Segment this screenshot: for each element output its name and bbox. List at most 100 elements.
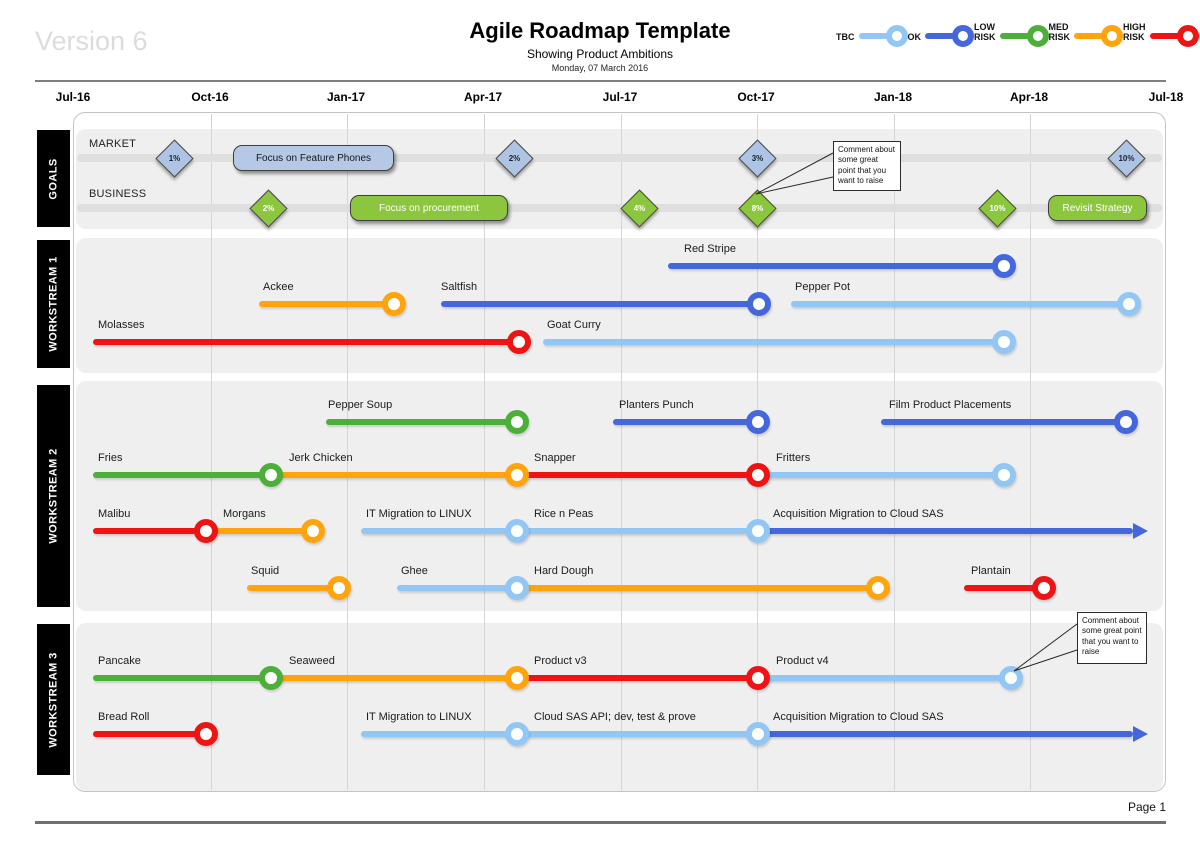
milestone-circle-it-migration-to-linux[interactable] [505,722,529,746]
task-label-saltfish: Saltfish [441,281,478,293]
milestone-circle-it-migration-to-linux[interactable] [505,519,529,543]
task-line-jerk-chicken[interactable] [271,472,517,478]
legend-line-icon [1074,32,1105,39]
milestone-circle-pepper-soup[interactable] [505,410,529,434]
milestone-circle-ghee[interactable] [505,576,529,600]
legend-label-line: LOW [974,22,995,32]
milestone-circle-hard-dough[interactable] [866,576,890,600]
legend-line-icon [1149,32,1180,39]
milestone-circle-squid[interactable] [327,576,351,600]
axis-label-jul-17: Jul-17 [602,90,638,104]
task-line-it-migration-to-linux[interactable] [361,528,517,534]
task-line-squid[interactable] [247,585,339,591]
task-line-cloud-sas-api-dev-test-prove[interactable] [517,731,758,737]
task-line-film-product-placements[interactable] [881,419,1126,425]
task-line-fritters[interactable] [758,472,1004,478]
task-line-product-v3[interactable] [517,675,758,681]
task-line-planters-punch[interactable] [613,419,758,425]
goal-track-market [77,154,1162,162]
task-label-cloud-sas-api-dev-test-prove: Cloud SAS API; dev, test & prove [534,711,696,723]
header-divider [35,80,1166,82]
task-line-pepper-soup[interactable] [326,419,517,425]
axis-label-oct-16: Oct-16 [191,90,229,104]
milestone-circle-ackee[interactable] [382,292,406,316]
legend-ring-icon [885,24,908,47]
milestone-circle-product-v3[interactable] [746,666,770,690]
goal-banner-focus-on-feature-phones[interactable]: Focus on Feature Phones [233,145,394,171]
task-label-molasses: Molasses [98,319,145,331]
comment-callout[interactable]: Comment about some great point that you … [833,141,901,191]
milestone-circle-snapper[interactable] [746,463,770,487]
lane-header-workstream-3: WORKSTREAM 3 [37,624,70,775]
task-line-pepper-pot[interactable] [791,301,1129,307]
task-line-rice-n-peas[interactable] [517,528,758,534]
milestone-circle-rice-n-peas[interactable] [746,519,770,543]
task-line-acquisition-migration-to-cloud-sas[interactable] [758,528,1133,534]
axis-label-apr-17: Apr-17 [463,90,503,104]
lane-band-workstream-3 [76,623,1163,791]
milestone-circle-jerk-chicken[interactable] [505,463,529,487]
milestone-circle-goat-curry[interactable] [992,330,1016,354]
legend-label-line: MED [1048,22,1069,32]
milestone-circle-red-stripe[interactable] [992,254,1016,278]
task-label-product-v3: Product v3 [534,655,587,667]
goal-banner-focus-on-procurement[interactable]: Focus on procurement [350,195,508,221]
legend-label-line: RISK [1048,32,1071,43]
goal-banner-revisit-strategy[interactable]: Revisit Strategy [1048,195,1147,221]
task-line-morgans[interactable] [206,528,313,534]
task-line-ghee[interactable] [397,585,517,591]
gridline [621,114,622,790]
task-line-red-stripe[interactable] [668,263,1004,269]
task-line-molasses[interactable] [93,339,519,345]
milestone-circle-saltfish[interactable] [747,292,771,316]
task-label-jerk-chicken: Jerk Chicken [289,452,353,464]
milestone-circle-film-product-placements[interactable] [1114,410,1138,434]
page-title: Agile Roadmap Template [469,18,731,43]
task-line-product-v4[interactable] [758,675,1011,681]
lane-header-workstream-1: WORKSTREAM 1 [37,240,70,368]
task-line-plantain[interactable] [964,585,1044,591]
milestone-circle-plantain[interactable] [1032,576,1056,600]
task-line-bread-roll[interactable] [93,731,206,737]
milestone-circle-seaweed[interactable] [505,666,529,690]
milestone-circle-pepper-pot[interactable] [1117,292,1141,316]
milestone-circle-fries[interactable] [259,463,283,487]
task-line-it-migration-to-linux[interactable] [361,731,517,737]
milestone-circle-fritters[interactable] [992,463,1016,487]
legend-ring-icon [952,24,974,47]
goal-milestone-value: 2% [262,204,275,213]
milestone-circle-product-v4[interactable] [999,666,1023,690]
task-line-fries[interactable] [93,472,271,478]
task-line-saltfish[interactable] [441,301,759,307]
arrowhead-icon[interactable] [1133,726,1148,742]
milestone-circle-cloud-sas-api-dev-test-prove[interactable] [746,722,770,746]
milestone-circle-planters-punch[interactable] [746,410,770,434]
legend-ring-icon [1176,24,1199,47]
milestone-circle-malibu[interactable] [194,519,218,543]
task-line-goat-curry[interactable] [543,339,1004,345]
arrowhead-icon[interactable] [1133,523,1148,539]
milestone-circle-pancake[interactable] [259,666,283,690]
task-label-fries: Fries [98,452,123,464]
task-line-malibu[interactable] [93,528,206,534]
gridline [347,114,348,790]
task-line-seaweed[interactable] [271,675,517,681]
milestone-circle-molasses[interactable] [507,330,531,354]
task-line-hard-dough[interactable] [517,585,878,591]
task-line-acquisition-migration-to-cloud-sas[interactable] [758,731,1133,737]
task-line-pancake[interactable] [93,675,271,681]
task-label-pancake: Pancake [98,655,141,667]
axis-label-apr-18: Apr-18 [1009,90,1049,104]
lane-header-label: WORKSTREAM 1 [47,256,60,352]
task-line-ackee[interactable] [259,301,394,307]
milestone-circle-bread-roll[interactable] [194,722,218,746]
legend-lollipop-icon [999,24,1049,47]
legend-lollipop-icon [925,24,974,47]
task-line-snapper[interactable] [517,472,758,478]
task-label-goat-curry: Goat Curry [547,319,601,331]
comment-callout[interactable]: Comment about some great point that you … [1077,612,1147,664]
milestone-circle-morgans[interactable] [301,519,325,543]
legend-ring-icon [1026,24,1049,47]
